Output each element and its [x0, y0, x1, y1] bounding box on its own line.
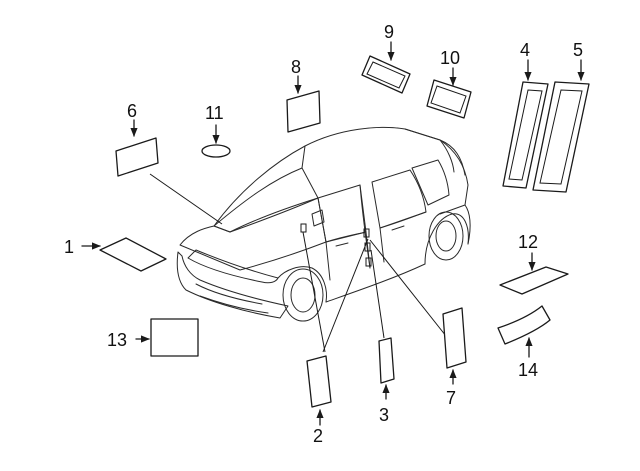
part-6-label: 6 [115, 101, 159, 177]
part-5-label: 5 [532, 40, 590, 193]
callout-3: 3 [379, 405, 389, 425]
car-illustration [176, 126, 471, 322]
callout-6: 6 [127, 101, 137, 121]
callout-5: 5 [573, 40, 583, 60]
callout-14: 14 [518, 360, 538, 380]
part-13-label: 13 [107, 318, 199, 357]
part-1-label: 1 [64, 237, 167, 272]
callout-10: 10 [440, 48, 460, 68]
callout-9: 9 [384, 22, 394, 42]
callout-12: 12 [518, 232, 538, 252]
callout-2: 2 [313, 426, 323, 446]
part-2-label: 2 [306, 355, 332, 446]
callout-4: 4 [520, 40, 530, 60]
part-8-label: 8 [286, 57, 321, 133]
part-10-label: 10 [426, 48, 472, 119]
part-7-label: 7 [442, 307, 467, 408]
callout-13: 13 [107, 330, 127, 350]
part-9-label: 9 [361, 22, 411, 94]
callout-1: 1 [64, 237, 74, 257]
callout-7: 7 [446, 388, 456, 408]
part-4-label: 4 [502, 40, 549, 189]
callout-11: 11 [205, 103, 224, 123]
part-14-label: 14 [497, 305, 551, 380]
callout-8: 8 [291, 57, 301, 77]
part-11-label: 11 [201, 103, 231, 158]
leader-lines [149, 173, 447, 353]
part-3-label: 3 [378, 337, 395, 425]
part-12-label: 12 [499, 232, 569, 295]
